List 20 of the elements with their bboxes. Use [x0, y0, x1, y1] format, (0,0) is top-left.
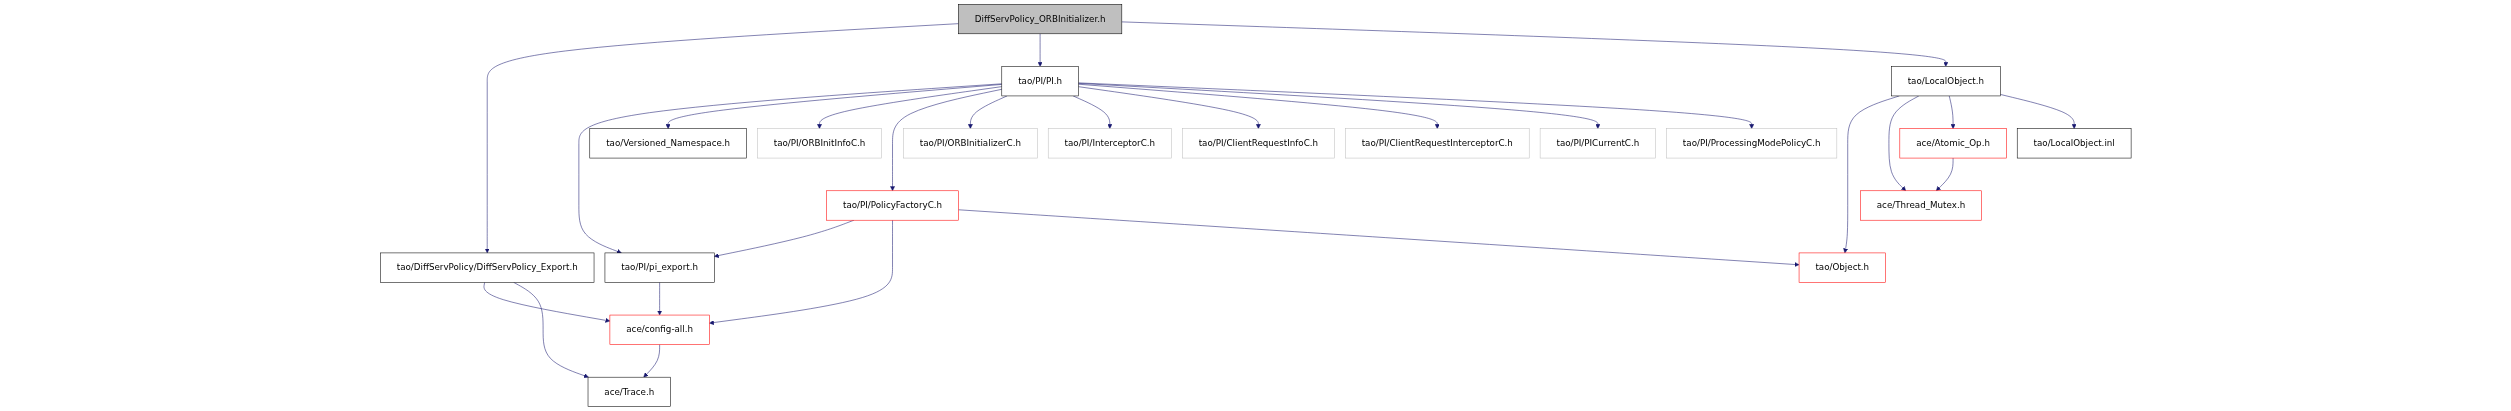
node-box: tao/PI/PICurrentC.h [1539, 128, 1656, 159]
node-box: tao/LocalObject.inl [2016, 128, 2132, 159]
node-box: tao/PI/pi_export.h [604, 252, 715, 283]
node-box: ace/Trace.h [587, 376, 671, 407]
node-box: tao/PI/ORBInitializerC.h [902, 128, 1038, 159]
node-box: ace/Atomic_Op.h [1899, 128, 2007, 159]
node-box: tao/Versioned_Namespace.h [589, 128, 747, 159]
node-box: DiffServPolicy_ORBInitializer.h [957, 4, 1122, 35]
node-box: tao/PI/ClientRequestInfoC.h [1181, 128, 1335, 159]
node-box: tao/PI/PI.h [1001, 66, 1079, 97]
node-box: ace/config-all.h [609, 314, 710, 345]
node-box: tao/DiffServPolicy/DiffServPolicy_Export.h [379, 252, 595, 283]
node-box: tao/LocalObject.h [1890, 66, 2001, 97]
node-box: ace/Thread_Mutex.h [1859, 190, 1982, 221]
node-box: tao/PI/ClientRequestInterceptorC.h [1344, 128, 1530, 159]
node-box: tao/PI/ProcessingModePolicyC.h [1666, 128, 1837, 159]
node-box: tao/PI/PolicyFactoryC.h [826, 190, 959, 221]
node-box: tao/PI/ORBInitInfoC.h [756, 128, 882, 159]
node-box: tao/PI/InterceptorC.h [1047, 128, 1172, 159]
node-box: tao/Object.h [1798, 252, 1886, 283]
